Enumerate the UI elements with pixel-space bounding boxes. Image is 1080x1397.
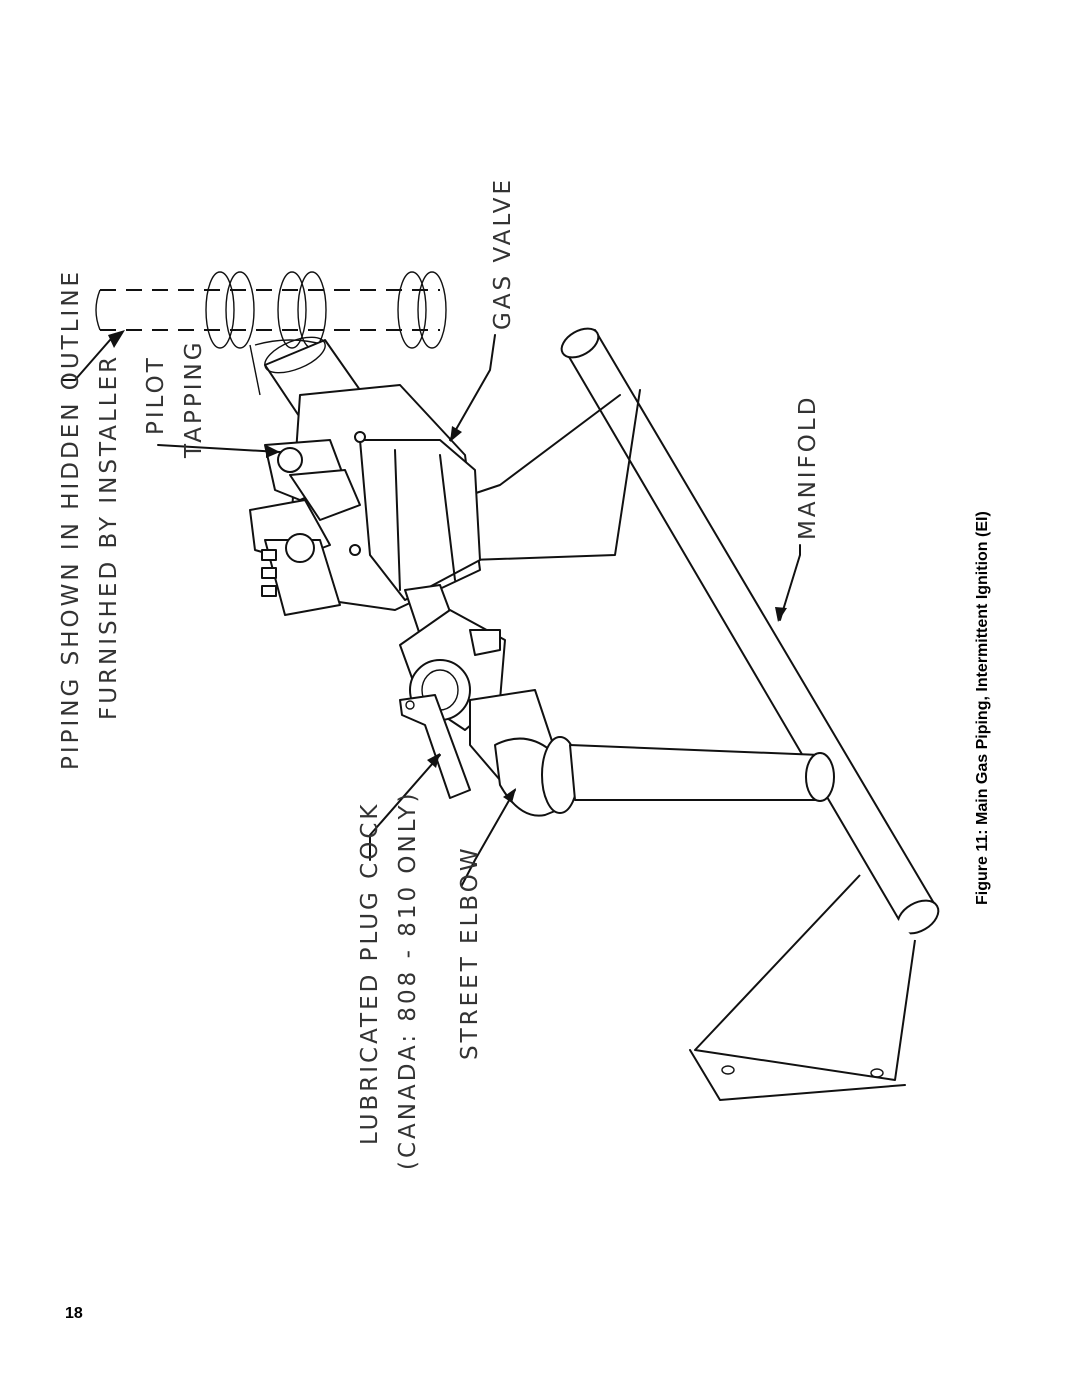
figure-caption: Figure 11: Main Gas Piping, Intermittent… <box>974 511 991 905</box>
label-street-elbow: STREET ELBOW <box>457 845 483 1060</box>
page-number: 18 <box>65 1305 83 1322</box>
plug-cock-assembly <box>399 584 556 799</box>
label-pilot-line1: PILOT <box>143 355 169 435</box>
mounting-bracket-top <box>469 389 641 561</box>
label-manifold: MANIFOLD <box>795 395 821 540</box>
label-pilot-line2: TAPPING <box>181 339 207 459</box>
street-elbow-assembly <box>494 736 835 817</box>
leader-arrows <box>61 330 801 886</box>
gas-valve-body <box>249 384 481 616</box>
mounting-bracket-bottom <box>689 874 916 1101</box>
label-plug-cock-line2: (CANADA: 808 - 810 ONLY) <box>395 790 421 1170</box>
manifold-pipe <box>560 327 940 935</box>
label-gas-valve: GAS VALVE <box>490 177 516 330</box>
label-plug-cock-line1: LUBRICATED PLUG COCK <box>357 802 383 1145</box>
hidden-outline-piping <box>95 271 447 396</box>
label-piping-line2: FURNISHED BY INSTALLER <box>96 354 122 720</box>
label-piping-line1: PIPING SHOWN IN HIDDEN OUTLINE <box>58 269 84 770</box>
